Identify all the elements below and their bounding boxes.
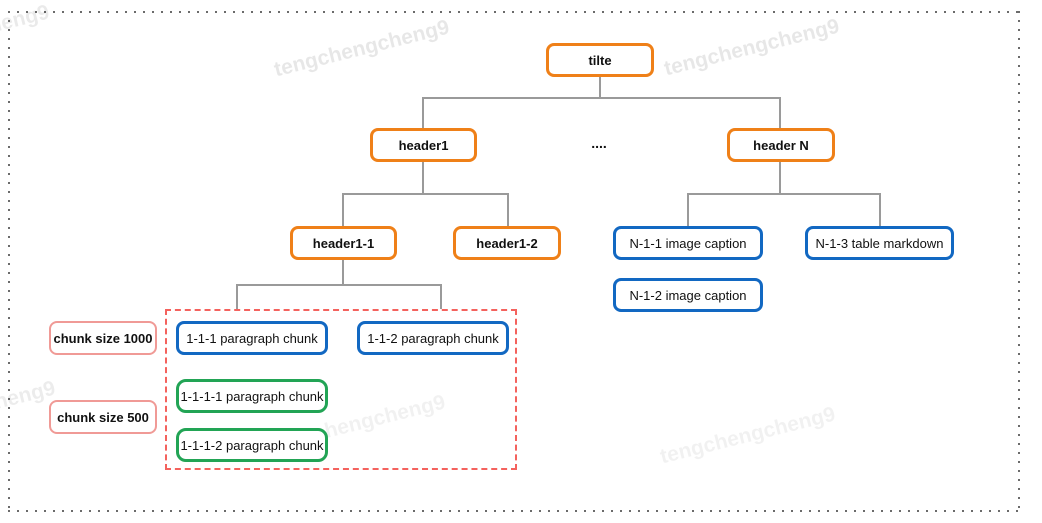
connector-line (779, 97, 781, 128)
watermark: tengchengcheng9 (271, 15, 452, 82)
page-border-left (8, 11, 10, 512)
node-n-1-3-table-markdown: N-1-3 table markdown (805, 226, 954, 260)
connector-line (507, 193, 509, 226)
node-1-1-1-1-paragraph-chunk: 1-1-1-1 paragraph chunk (176, 379, 328, 413)
connector-line (236, 284, 442, 286)
node-1-1-2-paragraph-chunk: 1-1-2 paragraph chunk (357, 321, 509, 355)
node-header1-2: header1-2 (453, 226, 561, 260)
node-n-1-2-image-caption: N-1-2 image caption (613, 278, 763, 312)
connector-line (342, 193, 509, 195)
node-header1: header1 (370, 128, 477, 162)
node-1-1-1-paragraph-chunk: 1-1-1 paragraph chunk (176, 321, 328, 355)
node-header-n: header N (727, 128, 835, 162)
connector-line (422, 97, 424, 128)
watermark: tengchengcheng9 (661, 14, 842, 81)
connector-line (342, 193, 344, 226)
legend-chunk-size-500: chunk size 500 (49, 400, 157, 434)
connector-line (422, 162, 424, 193)
connector-line (879, 193, 881, 226)
connector-line (422, 97, 781, 99)
chunk-region-outline (165, 309, 517, 470)
page-border-right (1018, 11, 1020, 512)
connector-line (687, 193, 881, 195)
connector-line (779, 162, 781, 193)
node-1-1-1-2-paragraph-chunk: 1-1-1-2 paragraph chunk (176, 428, 328, 462)
legend-chunk-size-1000: chunk size 1000 (49, 321, 157, 355)
connector-line (440, 284, 442, 309)
page-border-top (8, 11, 1020, 13)
page-border-bottom (8, 510, 1020, 512)
connector-line (236, 284, 238, 309)
ellipsis-between-headers: .... (591, 135, 607, 151)
node-n-1-1-image-caption: N-1-1 image caption (613, 226, 763, 260)
connector-line (342, 260, 344, 284)
connector-line (687, 193, 689, 226)
connector-line (599, 77, 601, 98)
node-header1-1: header1-1 (290, 226, 397, 260)
node-title: tilte (546, 43, 654, 77)
watermark: tengchengcheng9 (657, 402, 838, 469)
